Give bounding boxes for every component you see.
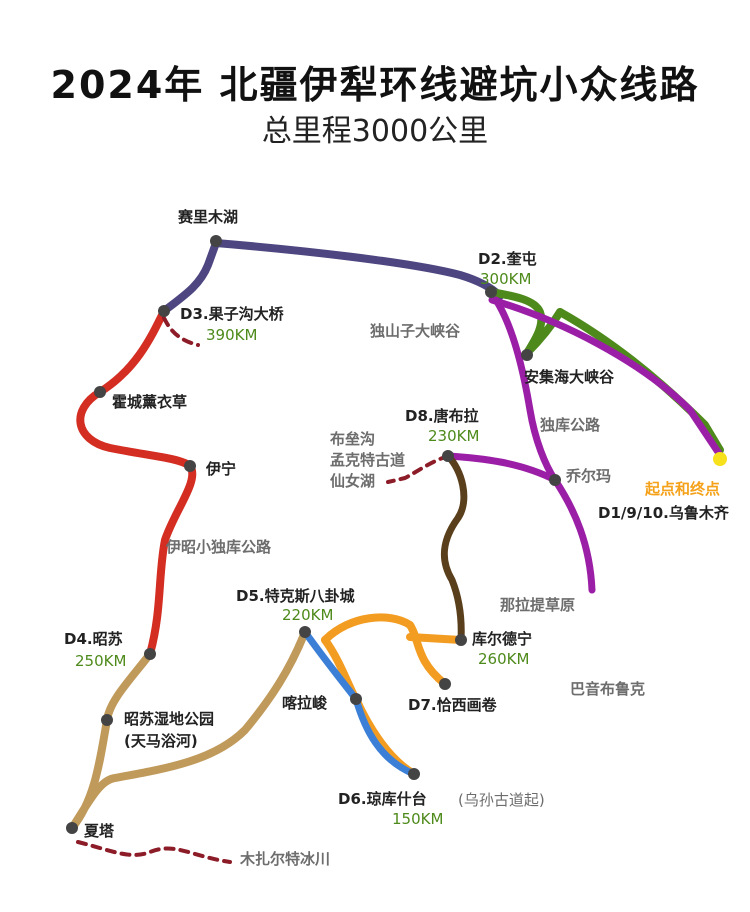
page-subtitle: 总里程3000公里: [261, 114, 489, 149]
node-huocheng: [94, 386, 106, 398]
node-kuitun: [485, 286, 497, 298]
page-title: 2024年 北疆伊犁环线避坑小众线路: [50, 63, 700, 107]
label-yining: 伊宁: [206, 460, 237, 478]
label-kalajun: 喀拉峻: [282, 694, 328, 712]
node-qiaxi: [439, 678, 451, 690]
label-d2-kuitun: D2.奎屯: [478, 250, 537, 268]
label-nalati: 那拉提草原: [500, 596, 576, 614]
node-kalajun: [350, 693, 362, 705]
label-xiannvhu: 仙女湖: [330, 472, 376, 490]
label-mengke: 孟克特古道: [330, 451, 406, 469]
label-d3-guozigou: D3.果子沟大桥: [180, 305, 284, 323]
branch-muzhaerte-dashed: [76, 840, 232, 864]
route-sailimu-kuitun: [160, 239, 504, 315]
route-tangbula-qiaoerma: [444, 452, 559, 484]
node-tekesi: [299, 626, 311, 638]
label-d4-km: 250KM: [75, 652, 127, 670]
label-zhaosu-wetland: 昭苏湿地公园: [124, 710, 215, 728]
label-kuerdening: 库尔德宁: [472, 630, 533, 648]
route-kuitun-anjihai: [486, 288, 564, 357]
node-qiaoerma: [549, 474, 561, 486]
route-kalajun-qiongkushitai: [321, 636, 418, 778]
node-start-end-urumqi: [713, 452, 727, 466]
label-tianma: (天马浴河): [124, 732, 198, 750]
label-bulengou: 布垒沟: [330, 430, 376, 448]
label-dushanzi: 独山子大峡谷: [370, 322, 461, 340]
label-qiaoerma: 乔尔玛: [566, 467, 612, 485]
label-d8-km: 230KM: [428, 427, 480, 445]
route-duku-highway: [492, 296, 596, 594]
label-xiata: 夏塔: [84, 822, 115, 840]
label-d3-km: 390KM: [206, 326, 258, 344]
route-tangbula-kuerdening: [440, 452, 468, 644]
label-d6-km: 150KM: [392, 810, 444, 828]
label-anjihai: 安集海大峡谷: [524, 368, 615, 386]
label-d6-qiongkushitai: D6.琼库什台: [338, 790, 427, 808]
label-duku: 独库公路: [540, 416, 601, 434]
label-d4-zhaosu: D4.昭苏: [64, 630, 123, 648]
label-wusun: (乌孙古道起): [458, 791, 545, 809]
node-anjihai: [521, 349, 533, 361]
node-zhaosu-wetland: [101, 714, 113, 726]
label-d2-km: 300KM: [480, 270, 532, 288]
label-d5-tekesi: D5.特克斯八卦城: [236, 587, 355, 605]
label-yizhao: 伊昭小独库公路: [166, 538, 272, 556]
label-d8-tangbula: D8.唐布拉: [405, 407, 479, 425]
node-guozigou: [158, 305, 170, 317]
label-urumqi: D1/9/10.乌鲁木齐: [598, 504, 729, 522]
node-tangbula: [442, 450, 454, 462]
route-kuitun-urumqi: [488, 296, 724, 459]
label-start-end: 起点和终点: [645, 480, 721, 498]
label-bayinbuluke: 巴音布鲁克: [570, 680, 646, 698]
node-qiongkushitai: [408, 768, 420, 780]
label-huocheng: 霍城薰衣草: [112, 393, 188, 411]
node-kuerdening: [455, 634, 467, 646]
label-kuerdening-km: 260KM: [478, 650, 530, 668]
label-muzhaerte: 木扎尔特冰川: [240, 850, 331, 868]
route-guozigou-zhaosu: [76, 307, 197, 658]
node-yining: [184, 460, 196, 472]
node-zhaosu: [144, 648, 156, 660]
node-xiata: [66, 822, 78, 834]
branch-guozigou-dashed: [162, 316, 200, 347]
label-d5-km: 220KM: [282, 606, 334, 624]
node-sailimu: [210, 235, 222, 247]
label-d7-qiaxi: D7.恰西画卷: [408, 696, 497, 714]
route-tekesi-kuerdening: [321, 613, 449, 688]
label-sailimu: 赛里木湖: [178, 208, 239, 226]
route-kuerdening-branch: [406, 633, 465, 644]
